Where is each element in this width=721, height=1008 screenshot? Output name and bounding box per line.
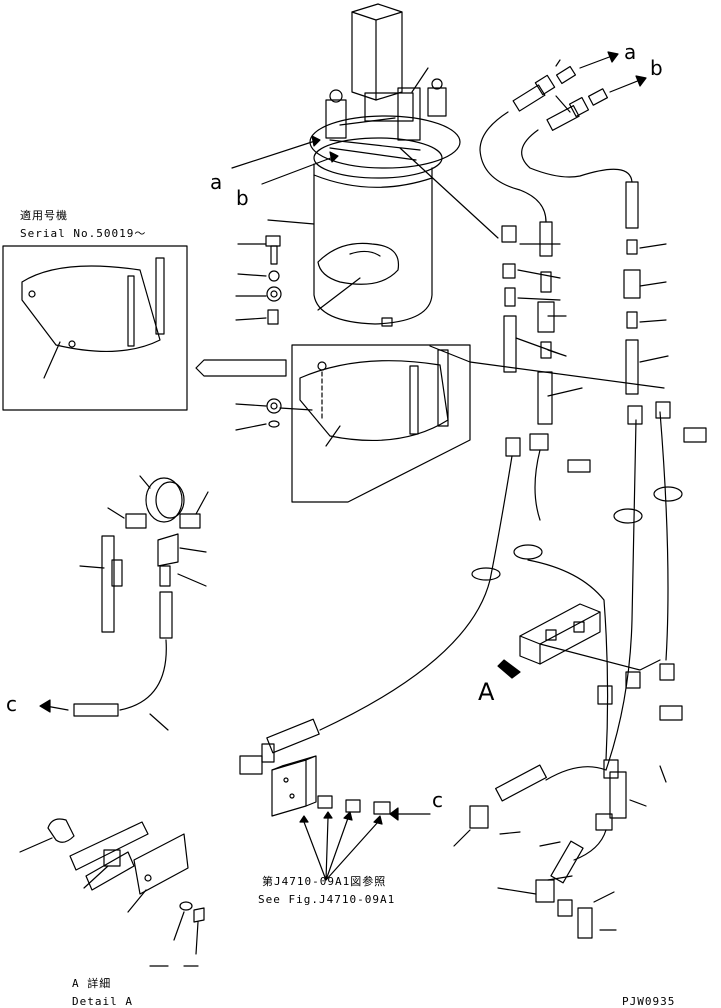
detail-note-jp: A 詳細: [72, 977, 112, 990]
valve-block: [497, 603, 683, 721]
arrow-a-left-label: a: [210, 170, 223, 194]
serial-note-jp: 適用号機: [20, 209, 68, 222]
arrow-c-right-label: c: [432, 788, 443, 812]
serial-inset: [2, 245, 188, 411]
drawing-code: PJW0935: [622, 995, 676, 1008]
reference-note-jp: 第J4710-09A1図参照: [262, 875, 387, 888]
clamp-box: [195, 344, 471, 503]
bolt-set: [235, 235, 282, 431]
arrow-c-left-label: c: [6, 692, 17, 716]
detail-a: [19, 818, 205, 967]
bottom-fittings: [271, 755, 667, 939]
view-a-label: A: [478, 678, 495, 706]
upper-hoses: [479, 51, 647, 223]
tank-assembly: [231, 3, 499, 327]
right-fittings: [501, 181, 669, 425]
serial-note-en: Serial No.50019～: [20, 227, 147, 240]
reference-note-en: See Fig.J4710-09A1: [258, 893, 396, 906]
arrow-b-left-label: b: [236, 186, 249, 210]
arrow-a-top-label: a: [624, 40, 637, 64]
gauge-assembly: [39, 475, 209, 731]
lower-hoses: [239, 345, 707, 775]
detail-note-en: Detail A: [72, 995, 133, 1008]
arrow-b-top-label: b: [650, 56, 663, 80]
